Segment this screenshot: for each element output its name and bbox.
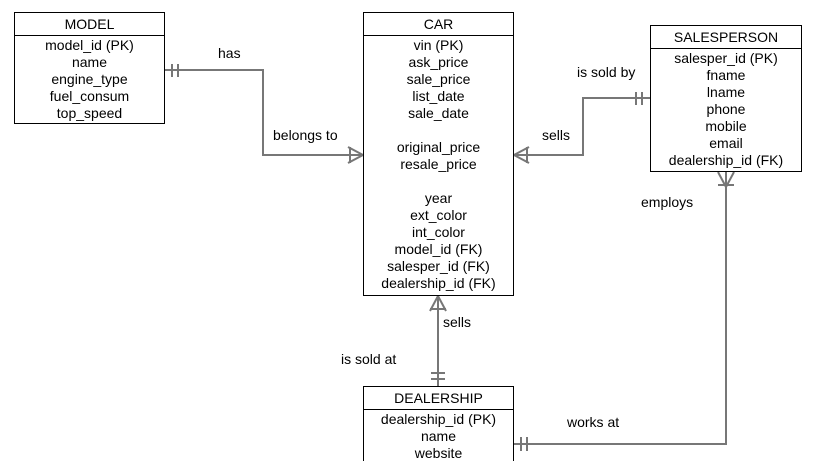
label-employs: employs — [641, 194, 694, 210]
salesperson-attribute: phone — [706, 101, 746, 117]
label-belongs-to: belongs to — [273, 127, 338, 143]
car-salesperson-connector — [514, 97, 650, 156]
car-attribute: sale_price — [406, 71, 471, 87]
attribute-gap — [364, 122, 513, 139]
model-attribute: top_speed — [56, 105, 123, 121]
label-sells-salesperson: sells — [542, 127, 571, 143]
car-attribute: ask_price — [408, 54, 469, 70]
model-entity-name: MODEL — [15, 13, 164, 36]
label-has: has — [218, 45, 241, 61]
salesperson-attribute: lname — [706, 84, 746, 100]
car-attribute: vin (PK) — [413, 37, 464, 53]
label-works-at: works at — [567, 414, 620, 430]
car-attribute: int_color — [412, 224, 465, 240]
salesperson-attributes: salesper_id (PK) fname lname phone mobil… — [651, 49, 801, 169]
car-attribute: year — [424, 190, 453, 206]
salesperson-attribute: salesper_id (PK) — [674, 50, 778, 66]
dealership-attributes: dealership_id (PK) name website — [364, 410, 513, 462]
label-is-sold-by: is sold by — [577, 64, 636, 80]
car-attribute: salesper_id (FK) — [387, 258, 490, 274]
model-car-connector — [165, 69, 363, 156]
car-attributes: vin (PK) ask_price sale_price list_date … — [364, 36, 513, 292]
model-attribute: engine_type — [51, 71, 128, 87]
car-attribute: original_price — [396, 139, 481, 155]
label-sells-dealership: sells — [443, 314, 472, 330]
salesperson-attribute: dealership_id (FK) — [668, 152, 784, 168]
salesperson-attribute: fname — [706, 67, 746, 83]
car-entity-name: CAR — [364, 13, 513, 36]
car-attribute: model_id (FK) — [394, 241, 483, 257]
salesperson-attribute: email — [709, 135, 743, 151]
dealership-entity[interactable]: DEALERSHIP dealership_id (PK) name websi… — [363, 386, 514, 461]
dealership-attribute: name — [420, 428, 457, 444]
label-is-sold-at: is sold at — [341, 351, 397, 367]
car-attribute: list_date — [412, 88, 465, 104]
salesperson-dealership-connector — [514, 172, 727, 445]
salesperson-attribute: mobile — [705, 118, 747, 134]
salesperson-entity-name: SALESPERSON — [651, 26, 801, 49]
attribute-gap — [364, 173, 513, 190]
dealership-entity-name: DEALERSHIP — [364, 387, 513, 410]
car-attribute: resale_price — [400, 156, 477, 172]
car-entity[interactable]: CAR vin (PK) ask_price sale_price list_d… — [363, 12, 514, 296]
model-entity[interactable]: MODEL model_id (PK) name engine_type fue… — [14, 12, 165, 124]
model-attributes: model_id (PK) name engine_type fuel_cons… — [15, 36, 164, 122]
car-attribute: dealership_id (FK) — [381, 275, 496, 291]
model-attribute: fuel_consum — [49, 88, 130, 104]
model-attribute: model_id (PK) — [45, 37, 134, 53]
car-attribute: ext_color — [410, 207, 467, 223]
model-attribute: name — [71, 54, 108, 70]
car-attribute: sale_date — [408, 105, 469, 121]
salesperson-entity[interactable]: SALESPERSON salesper_id (PK) fname lname… — [650, 25, 802, 172]
dealership-attribute: website — [414, 445, 463, 461]
dealership-attribute: dealership_id (PK) — [380, 411, 497, 427]
